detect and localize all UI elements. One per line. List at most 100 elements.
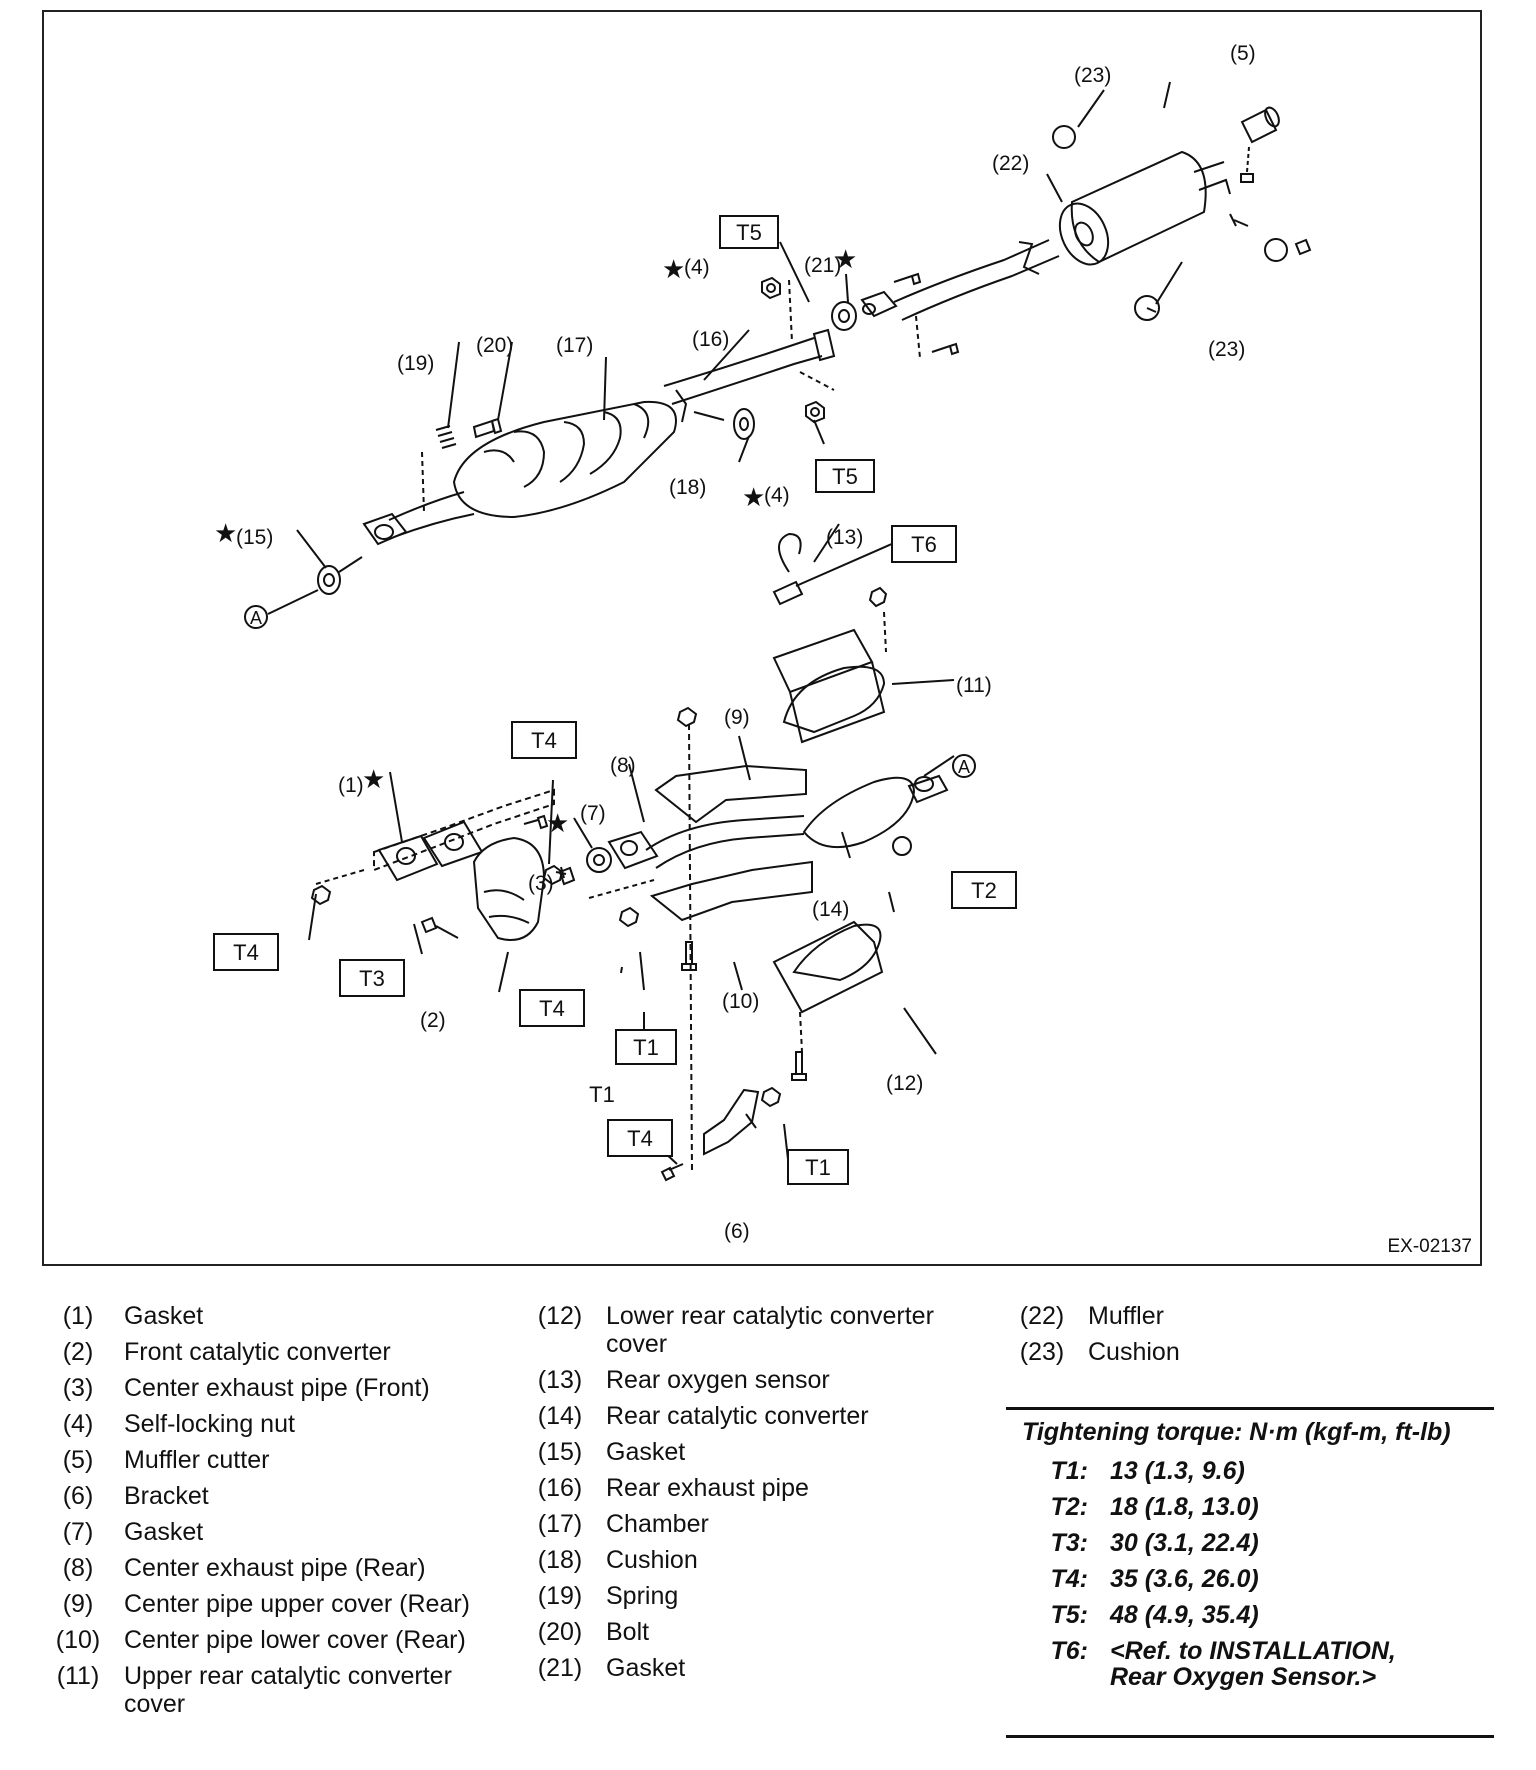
callout-19: (19): [397, 352, 434, 375]
callout-6: (6): [724, 1220, 750, 1243]
callout-4a: (4): [684, 256, 710, 279]
legend-column-2: (12)Lower rear catalytic converter cover…: [528, 1302, 978, 1690]
center-exhaust-pipe-front: [558, 866, 576, 886]
star-marker: ★: [214, 518, 237, 548]
legend-text: Gasket: [606, 1654, 686, 1682]
torque-key: T3:: [1050, 1529, 1089, 1557]
torque-value: 30 (3.1, 22.4): [1110, 1529, 1259, 1557]
legend-text: Rear oxygen sensor: [606, 1366, 830, 1394]
callout-2: (2): [420, 1009, 446, 1032]
legend-number: (7): [62, 1518, 94, 1546]
star-marker: ★: [742, 482, 765, 512]
cushion-18: [733, 408, 755, 440]
svg-text:T4: T4: [539, 996, 565, 1021]
svg-text:T1: T1: [633, 1035, 659, 1060]
callout-3: (3): [528, 872, 554, 895]
front-catalytic-converter: [472, 836, 546, 941]
gasket-21: [831, 301, 857, 331]
svg-text:T1: T1: [805, 1155, 831, 1180]
rear-exhaust-pipe: [663, 337, 823, 405]
legend-number: (12): [537, 1302, 583, 1330]
callout-16: (16): [692, 328, 729, 351]
torque-title: Tightening torque: N·m (kgf-m, ft-lb): [1022, 1418, 1451, 1446]
legend-text: Bracket: [124, 1482, 209, 1510]
svg-text:T4: T4: [233, 940, 259, 965]
torque-tag-t3: [339, 959, 405, 997]
legend-text: Self-locking nut: [124, 1410, 295, 1438]
callout-15: (15): [236, 526, 273, 549]
svg-text:A: A: [958, 757, 970, 777]
legend-item: (9)Center pipe upper cover (Rear): [46, 1590, 496, 1618]
torque-value: <Ref. to INSTALLATION,: [1110, 1637, 1396, 1665]
legend-number: (18): [537, 1546, 583, 1574]
svg-text:T6: T6: [911, 532, 937, 557]
legend-text: Cushion: [606, 1546, 698, 1574]
legend-item: (1) Gasket: [46, 1302, 496, 1330]
torque-tag-t1: [615, 1029, 677, 1065]
svg-text:T2: T2: [971, 878, 997, 903]
muffler: [1058, 150, 1231, 266]
star-marker: ★: [546, 808, 569, 838]
legend-number: (17): [537, 1510, 583, 1538]
legend-item: (4) Self-locking nut: [46, 1410, 496, 1438]
torque-row: T1:13 (1.3, 9.6): [1006, 1457, 1494, 1485]
legend-number: (8): [62, 1554, 94, 1582]
callout-20: (20): [476, 334, 513, 357]
legend-text: Gasket: [124, 1302, 204, 1330]
legend-item: (8)Center exhaust pipe (Rear): [46, 1554, 496, 1582]
torque-tag-t1: [787, 1149, 849, 1185]
legend-item: (10) Center pipe lower cover (Rear): [46, 1626, 496, 1654]
torque-row: T6: <Ref. to INSTALLATION,: [1006, 1637, 1494, 1665]
callout-18: (18): [669, 476, 706, 499]
svg-text:T4: T4: [627, 1126, 653, 1151]
legend-text: Center pipe lower cover (Rear): [124, 1626, 466, 1654]
svg-text:A: A: [250, 608, 262, 628]
callout-14: (14): [812, 898, 849, 921]
legend-item: (18) Cushion: [528, 1546, 978, 1574]
torque-key: [1006, 1663, 1088, 1691]
torque-row: T2:18 (1.8, 13.0): [1006, 1493, 1494, 1521]
torque-row: T3: 30 (3.1, 22.4): [1006, 1529, 1494, 1557]
legend-item: (7) Gasket: [46, 1518, 496, 1546]
callout-23b: (23): [1208, 338, 1245, 361]
cushion-23c: [1134, 295, 1160, 321]
torque-key: T6:: [1050, 1637, 1089, 1665]
torque-value: Rear Oxygen Sensor.>: [1110, 1663, 1377, 1691]
legend-text: Rear catalytic converter: [606, 1402, 869, 1430]
legend-item: (23)Cushion: [1010, 1338, 1460, 1366]
spring-19: [435, 425, 457, 449]
callout-7: (7): [580, 802, 606, 825]
callout-8: (8): [610, 754, 636, 777]
connector-a-right: A: [952, 754, 976, 778]
legend-number: (21): [537, 1654, 583, 1682]
callout-11: (11): [956, 674, 992, 697]
diagram-canvas: (5) (23) (22) (23) (21) (16) (4) (4) (18…: [213, 42, 1472, 1257]
torque-tag-t5: [719, 215, 779, 249]
legend-number: (4): [62, 1410, 94, 1438]
torque-value: 35 (3.6, 26.0): [1110, 1565, 1259, 1593]
legend-number: (6): [62, 1482, 94, 1510]
legend-number: (1): [62, 1302, 94, 1330]
legend-number: (10): [55, 1626, 101, 1654]
legend-item: (6) Bracket: [46, 1482, 496, 1510]
legend-text: Center exhaust pipe (Front): [124, 1374, 430, 1402]
torque-row: T5:48 (4.9, 35.4): [1006, 1601, 1494, 1629]
legend-number: (23): [1019, 1338, 1065, 1366]
center-pipe-upper-cover: [654, 764, 807, 824]
legend-item: (5)Muffler cutter: [46, 1446, 496, 1474]
callout-17: (17): [556, 334, 593, 357]
gasket-1: [377, 834, 439, 882]
torque-value: 48 (4.9, 35.4): [1110, 1601, 1259, 1629]
legend-item: (16)Rear exhaust pipe: [528, 1474, 978, 1502]
torque-tag-t4: [607, 1119, 673, 1157]
exhaust-system-diagram: (5) (23) (22) (23) (21) (16) (4) (4) (18…: [42, 10, 1482, 1266]
torque-key: T1:: [1050, 1457, 1089, 1485]
rear-oxygen-sensor: [772, 532, 804, 606]
legend-text: Gasket: [124, 1518, 204, 1546]
legend-number: (19): [537, 1582, 583, 1610]
legend-number: (3): [62, 1374, 94, 1402]
legend-item: (22)Muffler: [1010, 1302, 1460, 1330]
legend-number: (15): [537, 1438, 583, 1466]
legend-number: (20): [537, 1618, 583, 1646]
svg-text:T4: T4: [531, 728, 557, 753]
